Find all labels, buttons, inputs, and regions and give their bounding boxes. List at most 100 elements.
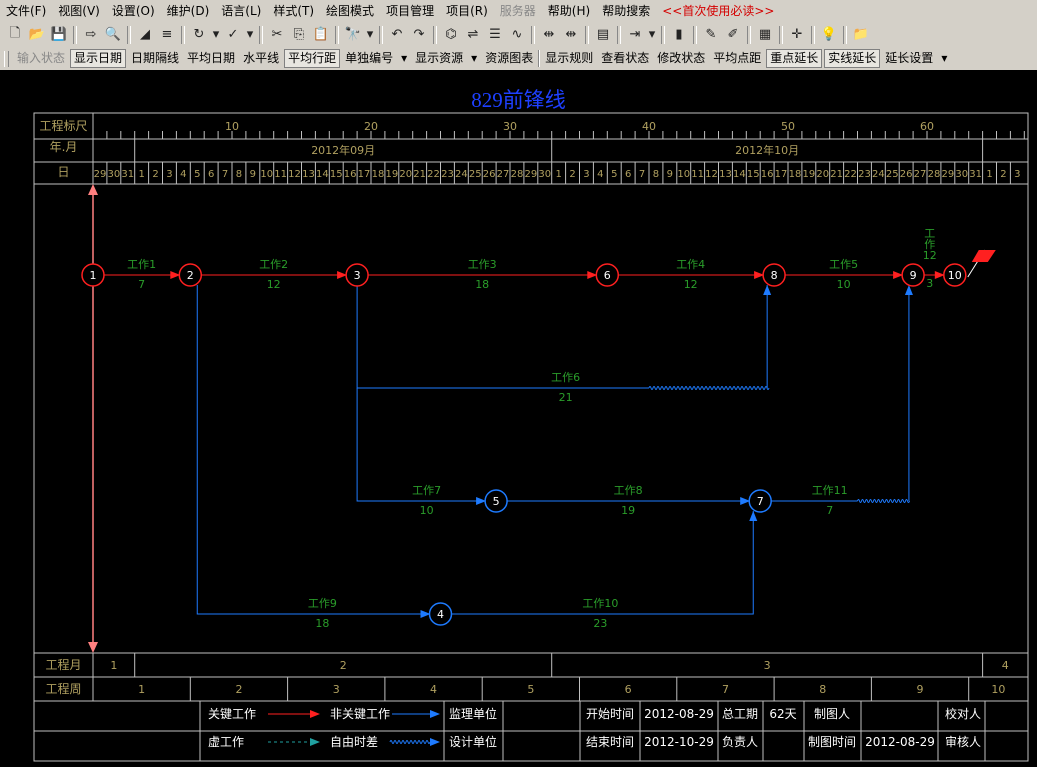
dropdown-arrow-icon[interactable]: ▾ xyxy=(941,51,948,65)
day-label: 30 xyxy=(955,169,968,180)
day-label: 5 xyxy=(611,169,617,180)
move2-icon[interactable]: ⇹ xyxy=(565,27,577,42)
wizard-icon[interactable]: ✎ xyxy=(705,27,717,42)
critical-icon[interactable]: ⇌ xyxy=(467,27,479,42)
task-duration: 7 xyxy=(138,278,145,291)
task-arrowhead xyxy=(754,271,765,279)
day-label: 6 xyxy=(208,169,214,180)
toolbar-grip[interactable] xyxy=(4,50,9,67)
task-duration: 23 xyxy=(593,617,607,630)
day-label: 11 xyxy=(691,169,704,180)
check-icon[interactable]: ✓ xyxy=(227,27,239,42)
toolbar2-item-8[interactable]: 显示资源 xyxy=(415,51,464,65)
task-arrow xyxy=(196,285,431,615)
menu-draw-mode[interactable]: 绘图模式 xyxy=(326,4,375,18)
day-label: 3 xyxy=(166,169,172,180)
chart-icon[interactable]: ▤ xyxy=(596,27,610,42)
toolbar2-item-10[interactable]: 资源图表 xyxy=(485,51,534,65)
dropdown-arrow-icon[interactable]: ▾ xyxy=(401,51,408,65)
network-icon[interactable]: ⌬ xyxy=(445,27,457,42)
bulb-icon[interactable]: 💡 xyxy=(820,27,838,42)
copy-icon[interactable]: ⎘ xyxy=(293,27,305,42)
open-icon[interactable]: 📂 xyxy=(28,27,46,42)
menu-help[interactable]: 帮助(H) xyxy=(547,4,591,18)
toolbar2-item-17[interactable]: 实线延长 xyxy=(824,49,881,68)
legend-free-float-arrow xyxy=(430,738,440,746)
dropdown-icon[interactable]: ▾ xyxy=(212,27,220,42)
toolbar2-item-0[interactable]: 输入状态 xyxy=(17,51,66,65)
node-label: 3 xyxy=(354,269,361,282)
menu-help-search[interactable]: 帮助搜索 xyxy=(602,4,651,18)
list-icon[interactable]: ☰ xyxy=(489,27,501,42)
redo-icon[interactable]: ↷ xyxy=(413,27,425,42)
toolbar2-item-5[interactable]: 平均行距 xyxy=(284,49,341,68)
menu-settings[interactable]: 设置(O) xyxy=(111,4,155,18)
cut-icon[interactable]: ✂ xyxy=(271,27,283,42)
ruler-tick-label: 10 xyxy=(225,120,239,133)
legend-designer: 设计单位 xyxy=(449,734,497,749)
menu-project-manage[interactable]: 项目管理 xyxy=(386,4,435,18)
folder-icon[interactable]: 📁 xyxy=(852,27,870,42)
pen-icon[interactable]: ✐ xyxy=(727,27,739,42)
toolbar2-item-15[interactable]: 平均点距 xyxy=(713,51,762,65)
export-icon[interactable]: ⇨ xyxy=(85,27,97,42)
menu-view[interactable]: 视图(V) xyxy=(58,4,100,18)
toolbar2-item-16[interactable]: 重点延长 xyxy=(766,49,823,68)
toolbar2-item-1[interactable]: 显示日期 xyxy=(70,49,127,68)
line-icon[interactable]: ∿ xyxy=(511,27,523,42)
day-label: 14 xyxy=(316,169,329,180)
align-icon[interactable]: ≡ xyxy=(161,27,173,42)
task-duration: 21 xyxy=(559,391,573,404)
ruler-tick-label: 40 xyxy=(642,120,656,133)
toolbar2-item-4[interactable]: 水平线 xyxy=(243,51,280,65)
task-name: 工作6 xyxy=(551,371,580,384)
paste-icon[interactable]: 📋 xyxy=(312,27,330,42)
menu-maintain[interactable]: 维护(D) xyxy=(166,4,210,18)
menu-style[interactable]: 样式(T) xyxy=(273,4,315,18)
dropdown-arrow-icon[interactable]: ▾ xyxy=(471,51,478,65)
print-preview-icon[interactable]: 🔍 xyxy=(104,27,122,42)
task-name: 工作3 xyxy=(468,258,497,271)
refresh-icon[interactable]: ↻ xyxy=(193,27,205,42)
toolbar2-item-2[interactable]: 日期隔线 xyxy=(131,51,180,65)
undo-icon[interactable]: ↶ xyxy=(391,27,403,42)
node-label: 1 xyxy=(90,269,97,282)
new-icon[interactable]: 🗋 xyxy=(9,25,21,41)
day-label: 24 xyxy=(455,169,468,180)
toolbar2-item-14[interactable]: 修改状态 xyxy=(657,51,706,65)
menu-project[interactable]: 项目(R) xyxy=(446,4,488,18)
toolbar2-item-13[interactable]: 查看状态 xyxy=(601,51,650,65)
legend-total-label: 总工期 xyxy=(722,707,758,721)
node-4 xyxy=(428,602,453,626)
node-5 xyxy=(484,489,508,513)
cross-icon[interactable]: ✛ xyxy=(791,27,803,42)
find-icon[interactable]: 🔭 xyxy=(344,27,362,42)
triangle-icon[interactable]: ◢ xyxy=(140,27,150,42)
menu-language[interactable]: 语言(L) xyxy=(221,4,262,18)
menu-first-use[interactable]: <<首次使用必读>> xyxy=(662,4,775,18)
day-label: 16 xyxy=(344,169,357,180)
indent-icon[interactable]: ⇥ xyxy=(629,27,641,42)
save-icon[interactable]: 💾 xyxy=(50,27,68,42)
day-label: 4 xyxy=(180,169,186,180)
node-9 xyxy=(901,263,925,287)
day-label: 29 xyxy=(524,169,537,180)
toolbar2-item-3[interactable]: 平均日期 xyxy=(187,51,236,65)
bar-chart-icon[interactable]: ▮ xyxy=(675,27,683,42)
dropdown-icon[interactable]: ▾ xyxy=(366,27,374,42)
task-arrow xyxy=(450,511,754,615)
menu-file[interactable]: 文件(F) xyxy=(6,4,47,18)
legend-owner-label: 负责人 xyxy=(722,735,758,749)
day-label: 5 xyxy=(194,169,200,180)
menu-server[interactable]: 服务器 xyxy=(499,4,536,18)
toolbar-separator xyxy=(259,25,263,44)
toolbar2-item-12[interactable]: 显示规则 xyxy=(545,51,594,65)
dropdown-icon[interactable]: ▾ xyxy=(246,27,254,42)
calendar-icon[interactable]: ▦ xyxy=(758,27,772,42)
dropdown-icon[interactable]: ▾ xyxy=(648,27,656,42)
toolbar2-item-6[interactable]: 单独编号 xyxy=(345,51,394,65)
move-icon[interactable]: ⇹ xyxy=(543,27,555,42)
task-arrowhead xyxy=(420,610,431,618)
toolbar2-item-18[interactable]: 延长设置 xyxy=(885,51,934,65)
